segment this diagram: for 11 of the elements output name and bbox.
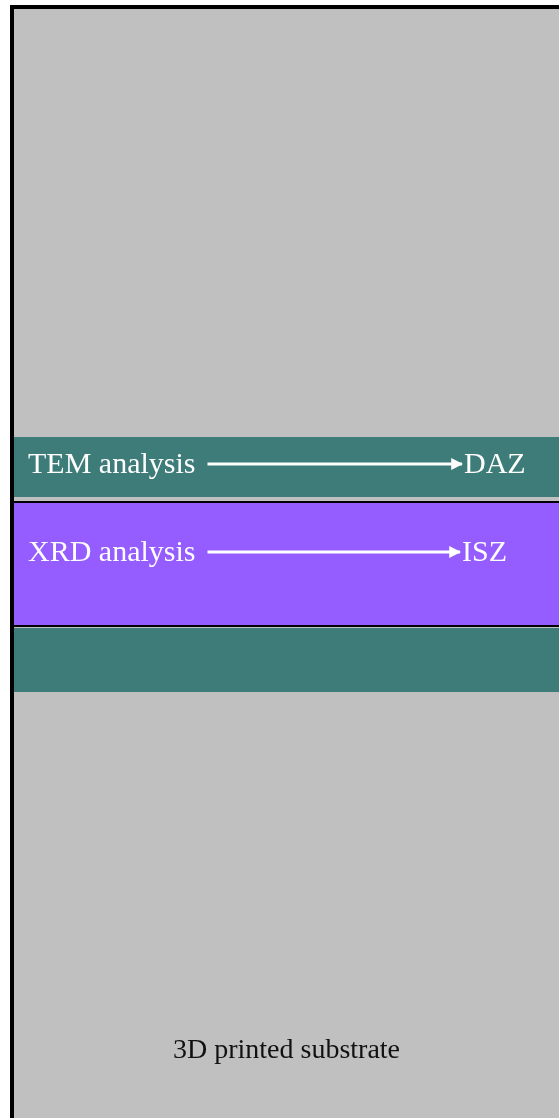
arrow	[207, 458, 464, 470]
substrate-label: 3D printed substrate	[171, 1032, 402, 1066]
technique-label: TEM analysis	[28, 445, 196, 481]
arrow	[207, 546, 462, 558]
deposited-layer-band	[14, 628, 559, 692]
substrate-panel	[10, 5, 559, 1118]
technique-label: XRD analysis	[28, 533, 196, 569]
deposited-layer-band	[14, 437, 559, 497]
interface-band	[14, 501, 559, 627]
zone-label: ISZ	[462, 533, 507, 569]
zone-label: DAZ	[464, 445, 526, 481]
